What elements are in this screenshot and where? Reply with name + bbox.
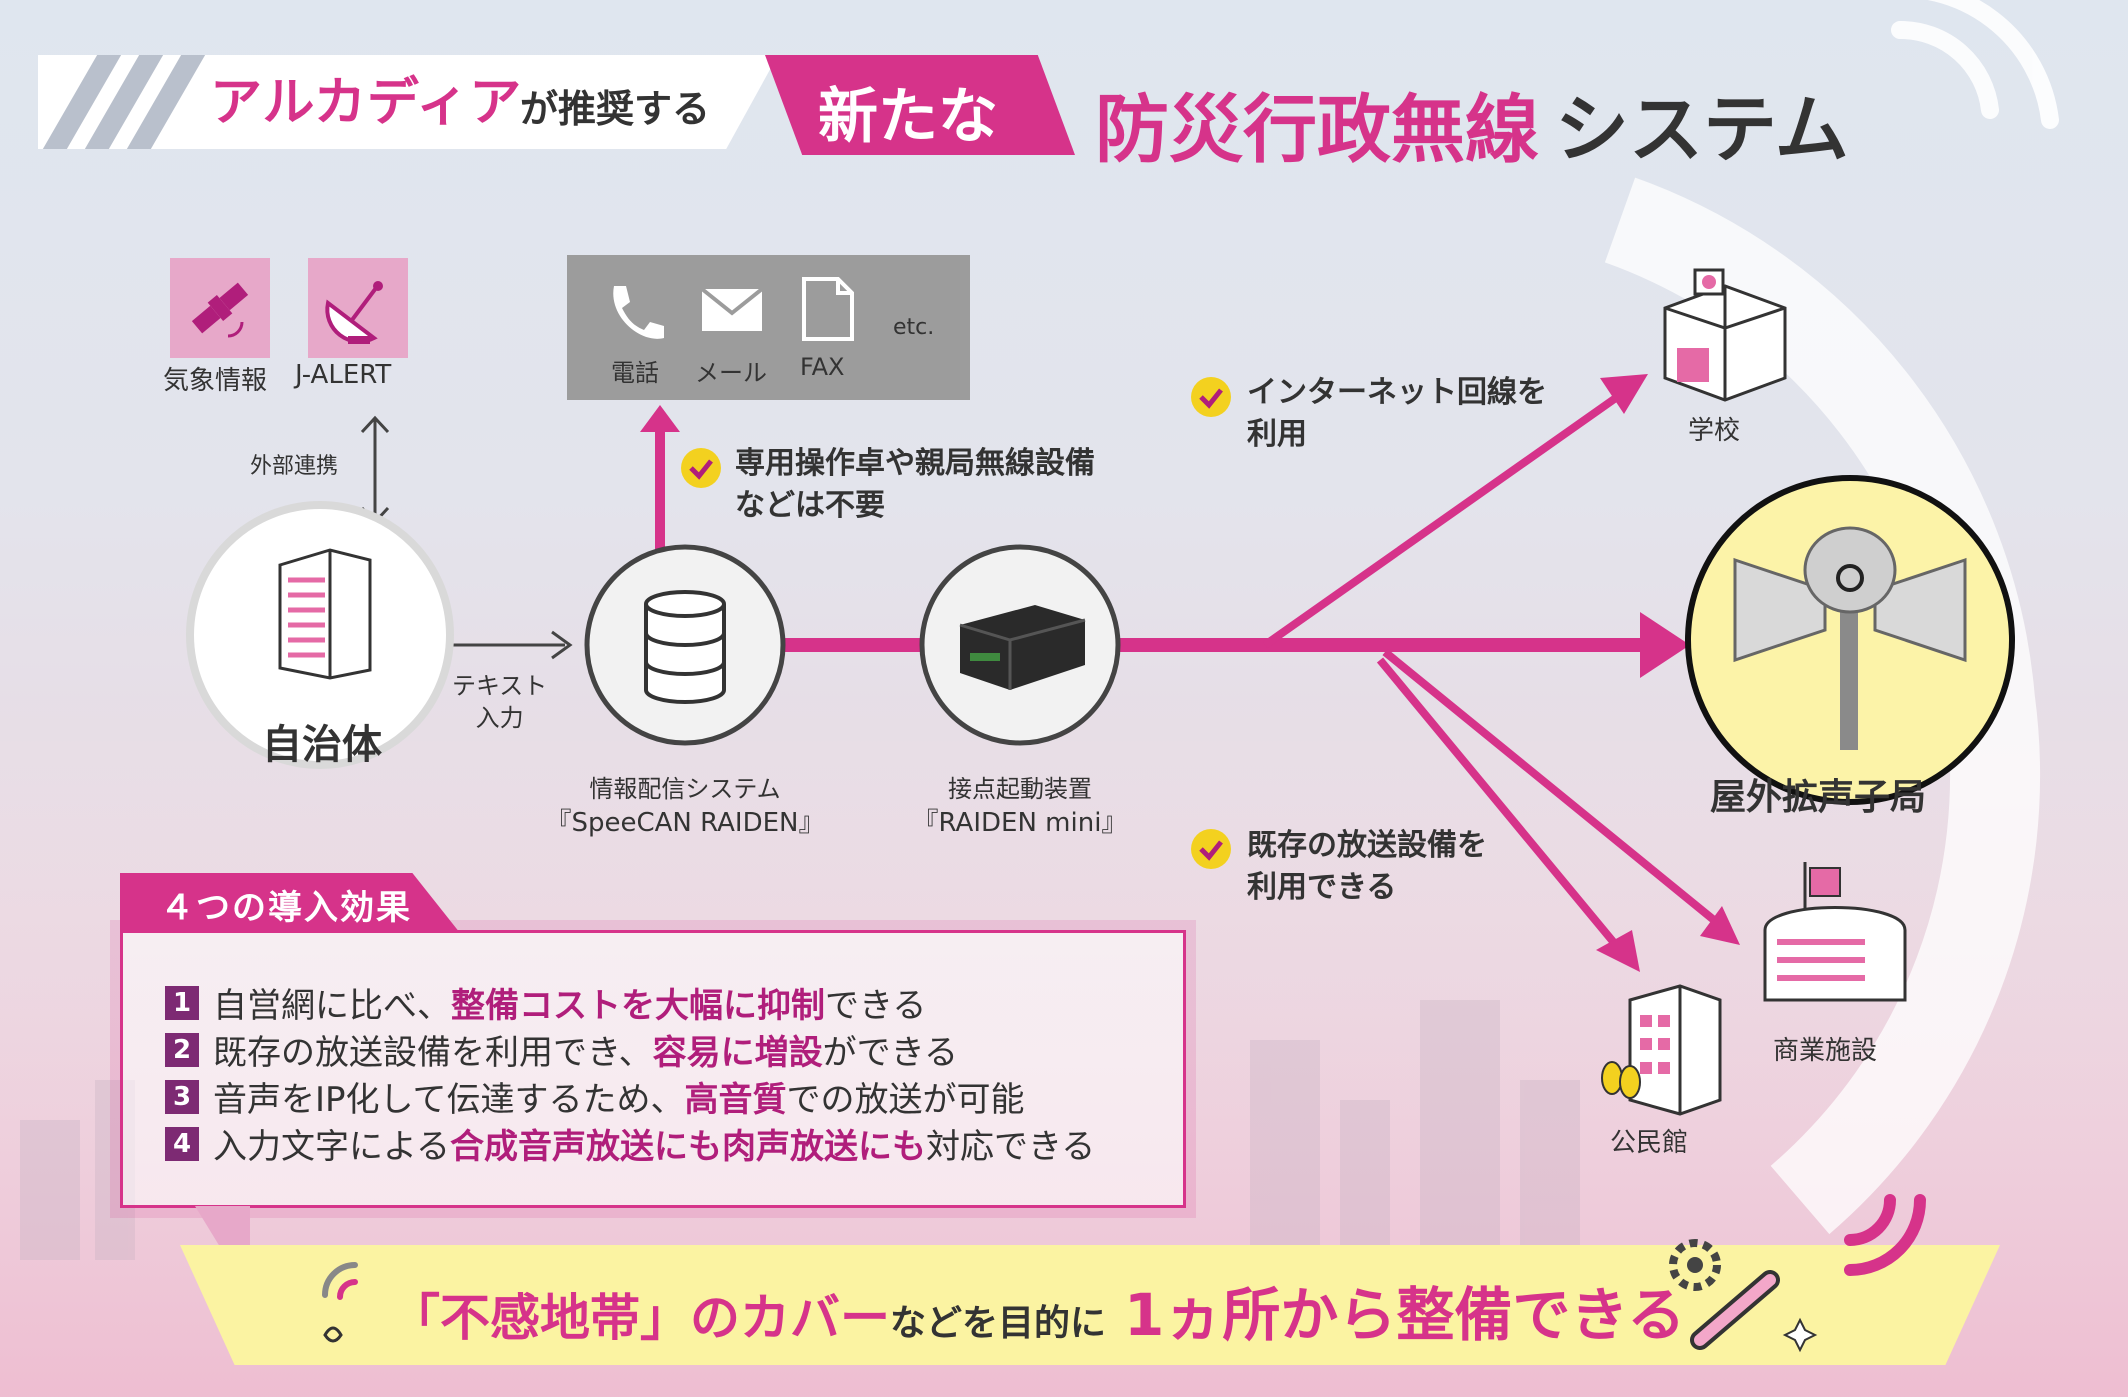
weak-signal-icon xyxy=(322,1262,358,1343)
etc-label: etc. xyxy=(893,315,935,340)
antenna-icon xyxy=(308,258,408,358)
note-internet: インターネット回線を 利用 xyxy=(1247,375,1547,452)
phone-label: 電話 xyxy=(611,359,659,387)
title-new-badge xyxy=(765,55,1075,155)
device-name: 『RAIDEN mini』 xyxy=(912,808,1128,838)
commercial-line xyxy=(1382,648,1723,929)
phone-icon xyxy=(613,286,664,339)
check-icon xyxy=(681,448,721,488)
speaker-icon xyxy=(1733,526,1967,750)
effects-title: ４つの導入効果 xyxy=(160,888,412,928)
satellite-icon xyxy=(170,258,270,358)
effect-text: 入力文字による xyxy=(213,1127,450,1167)
effect-text: 既存の放送設備を利用でき、 xyxy=(213,1033,653,1073)
check-icon xyxy=(1191,377,1231,417)
community-label: 公民館 xyxy=(1610,1128,1689,1158)
bottom-part2: などを目的に xyxy=(890,1303,1107,1344)
commercial-label: 商業施設 xyxy=(1773,1036,1878,1066)
effects-tab xyxy=(120,873,460,933)
signal-icon xyxy=(1844,1194,1926,1276)
comm-arrow-head xyxy=(640,405,680,432)
municipality-label: 自治体 xyxy=(262,722,382,768)
device-label: 接点起動装置 xyxy=(948,775,1092,803)
external-link-label: 外部連携 xyxy=(250,454,339,479)
database-icon xyxy=(644,590,726,704)
community-arrow-head xyxy=(1596,930,1640,972)
effect-text: ができる xyxy=(822,1033,958,1073)
weather-label: 気象情報 xyxy=(163,366,268,396)
effect-number: 4 xyxy=(165,1126,199,1161)
commercial-icon xyxy=(1763,862,1907,1002)
outdoor-arrow-head xyxy=(1640,612,1690,678)
outdoor-label: 屋外拡声子局 xyxy=(1710,777,1927,818)
effect-item: 2 既存の放送設備を利用でき、 容易に増設 ができる xyxy=(165,1025,958,1074)
effect-item: 4 入力文字による 合成音声放送にも肉声放送にも 対応できる xyxy=(165,1119,1095,1168)
effect-highlight: 整備コストを大幅に抑制 xyxy=(451,986,825,1026)
text-input-label: テキスト 入力 xyxy=(452,672,548,732)
jalert-label: J-ALERT xyxy=(295,360,392,390)
effect-text: 音声をIP化して伝達するため、 xyxy=(213,1080,685,1120)
effect-number: 2 xyxy=(165,1032,199,1067)
bottom-part1: 「不感地帯」のカバー xyxy=(390,1289,890,1347)
effect-number: 1 xyxy=(165,985,199,1020)
school-arrow-head xyxy=(1600,374,1648,414)
title-new: 新たな xyxy=(818,82,998,152)
note-no-console: 専用操作卓や親局無線設備 などは不要 xyxy=(735,446,1095,523)
device-box-icon xyxy=(959,605,1086,690)
bottom-message: 「不感地帯」のカバー などを目的に 1ヵ所から整備できる xyxy=(390,1268,1685,1352)
mail-icon xyxy=(700,287,764,331)
building-icon xyxy=(278,548,372,680)
note-existing: 既存の放送設備を 利用できる xyxy=(1247,828,1487,905)
effects-box xyxy=(110,920,1196,1218)
effect-highlight: 容易に増設 xyxy=(652,1033,823,1073)
community-line xyxy=(1376,657,1624,953)
commercial-arrow-head xyxy=(1700,906,1740,945)
system-label: 情報配信システム xyxy=(589,775,781,803)
effect-item: 3 音声をIP化して伝達するため、 高音質 での放送が可能 xyxy=(165,1072,1025,1121)
effect-item: 1 自営網に比べ、 整備コストを大幅に抑制 できる xyxy=(165,978,926,1027)
fax-label: FAX xyxy=(800,353,845,381)
school-line xyxy=(1262,391,1623,649)
effect-highlight: 高音質 xyxy=(684,1080,787,1120)
fax-icon xyxy=(802,277,854,341)
effect-text: 自営網に比べ、 xyxy=(213,986,451,1026)
effect-text: できる xyxy=(825,986,927,1026)
school-label: 学校 xyxy=(1688,416,1741,446)
check-icon xyxy=(1191,829,1231,869)
effect-text: での放送が可能 xyxy=(786,1080,1025,1120)
title-recommend: が推奨する xyxy=(520,87,711,131)
system-name: 『SpeeCAN RAIDEN』 xyxy=(545,808,825,838)
effect-text: 対応できる xyxy=(925,1127,1096,1167)
page-title: 防災行政無線 xyxy=(1095,87,1539,173)
school-icon xyxy=(1663,268,1787,402)
gear-wrench-icon xyxy=(1669,1239,1818,1353)
mail-label: メール xyxy=(695,359,767,387)
community-hall-icon xyxy=(1601,984,1722,1116)
effect-number: 3 xyxy=(165,1079,199,1114)
title-brand: アルカディア xyxy=(210,73,523,133)
effect-highlight: 合成音声放送にも肉声放送にも xyxy=(449,1127,926,1167)
page-title-suffix: システム xyxy=(1555,87,1849,173)
bottom-part3: 1ヵ所から整備できる xyxy=(1124,1281,1686,1349)
